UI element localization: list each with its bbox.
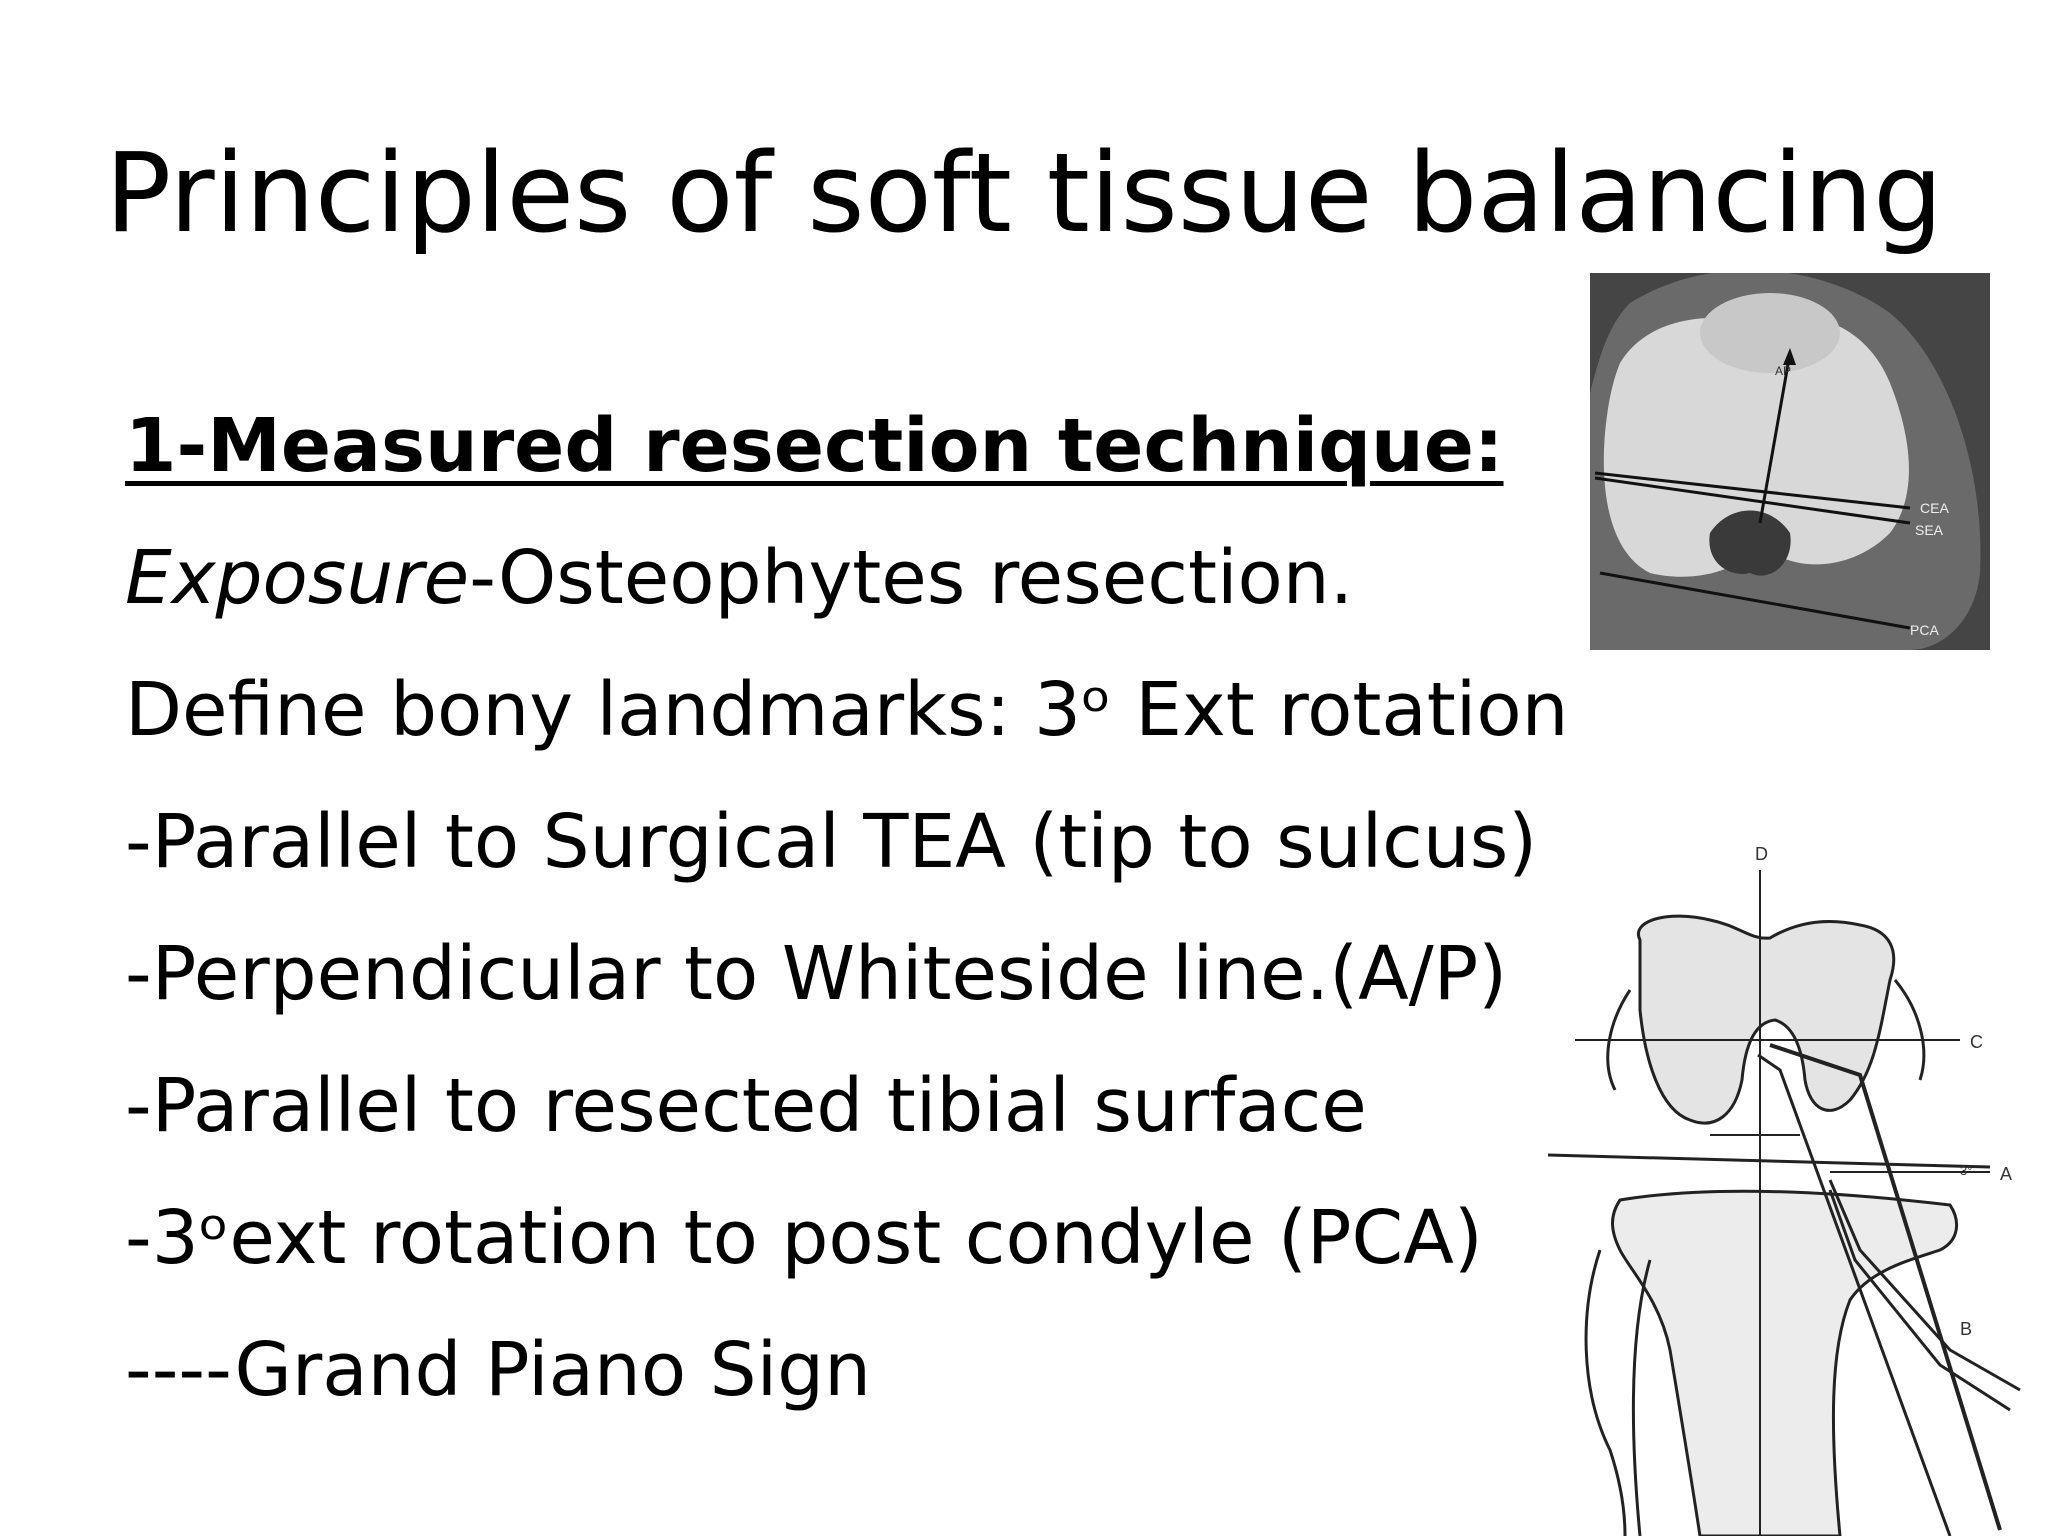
bullet-grand-piano: ----Grand Piano Sign bbox=[125, 1327, 872, 1413]
exposure-italic: Exposure bbox=[125, 535, 470, 621]
slide-body: 1-Measured resection technique: Exposure… bbox=[125, 380, 1569, 1436]
knee-diagram: D C A 3° B bbox=[1530, 830, 2048, 1538]
knee-drawing: D C A 3° B bbox=[1547, 844, 2021, 1538]
knee-label-d: D bbox=[1755, 844, 1768, 864]
bullet-exposure: Exposure-Osteophytes resection. bbox=[125, 512, 1569, 644]
ct-scan-image: CEA SEA PCA AP bbox=[1590, 273, 1990, 650]
bullet-whiteside: -Perpendicular to Whiteside line.(A/P) bbox=[125, 931, 1508, 1017]
slide-title: Principles of soft tissue balancing bbox=[105, 129, 1943, 257]
ct-scan-drawing: CEA SEA PCA AP bbox=[1590, 273, 1990, 650]
knee-label-angle: 3° bbox=[1960, 1163, 1972, 1178]
bullet-pca: -3ᵒext rotation to post condyle (PCA) bbox=[125, 1195, 1483, 1281]
bullet-tibial: -Parallel to resected tibial surface bbox=[125, 1063, 1367, 1149]
ct-label-sea: SEA bbox=[1915, 522, 1944, 538]
knee-label-b: B bbox=[1960, 1319, 1972, 1339]
bullet-landmarks: Define bony landmarks: 3ᵒ Ext rotation bbox=[125, 667, 1569, 753]
knee-label-a: A bbox=[2000, 1164, 2012, 1184]
knee-label-c: C bbox=[1970, 1032, 1983, 1052]
bullet-tea: -Parallel to Surgical TEA (tip to sulcus… bbox=[125, 799, 1538, 885]
section-heading: 1-Measured resection technique: bbox=[125, 403, 1504, 489]
exposure-rest: -Osteophytes resection. bbox=[469, 535, 1354, 621]
ct-label-pca: PCA bbox=[1910, 622, 1939, 638]
ct-label-cea: CEA bbox=[1920, 500, 1949, 516]
ct-label-top: AP bbox=[1775, 364, 1791, 378]
